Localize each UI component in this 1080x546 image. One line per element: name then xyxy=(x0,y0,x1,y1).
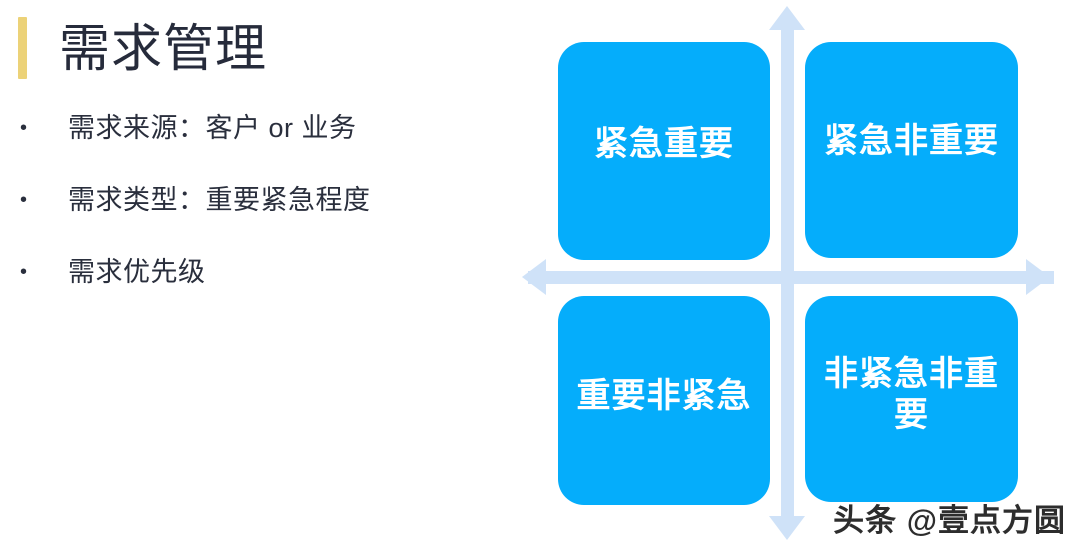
bullet-marker-icon: • xyxy=(20,261,28,283)
list-item: • 需求类型：重要紧急程度 xyxy=(18,180,498,252)
bullet-text: 需求来源：客户 or 业务 xyxy=(68,113,357,143)
title-block: 需求管理 xyxy=(18,16,267,80)
arrow-left-icon xyxy=(522,259,546,295)
quadrant-label: 重要非紧急 xyxy=(576,376,752,415)
quadrant-label: 紧急非重要 xyxy=(824,122,999,161)
quadrant-label: 紧急重要 xyxy=(594,125,734,164)
list-item: • 需求优先级 xyxy=(18,252,498,324)
quadrant-label: 非紧急非重要 xyxy=(824,354,999,434)
quadrant-box-urgent-important: 紧急重要 xyxy=(558,42,770,260)
list-item: • 需求来源：客户 or 业务 xyxy=(18,108,498,180)
quadrant-box-urgent-not-important: 紧急非重要 xyxy=(805,42,1018,258)
arrow-right-icon xyxy=(1026,259,1050,295)
bullet-marker-icon: • xyxy=(20,189,28,211)
page-title: 需求管理 xyxy=(59,19,268,77)
bullet-marker-icon: • xyxy=(20,117,28,139)
quadrant-diagram: 紧急重要 紧急非重要 重要非紧急 非紧急非重要 xyxy=(510,0,1080,546)
bullet-text: 需求优先级 xyxy=(68,257,206,287)
bullet-text: 需求类型：重要紧急程度 xyxy=(68,185,371,215)
bullet-list: • 需求来源：客户 or 业务 • 需求类型：重要紧急程度 • 需求优先级 xyxy=(18,108,498,324)
quadrant-box-important-not-urgent: 重要非紧急 xyxy=(558,296,770,505)
left-content-panel: 需求管理 • 需求来源：客户 or 业务 • 需求类型：重要紧急程度 • 需求优… xyxy=(0,0,520,546)
horizontal-axis-line xyxy=(528,271,1054,284)
arrow-down-icon xyxy=(769,516,805,540)
title-accent-bar xyxy=(18,17,27,79)
watermark: 头条 @壹点方圆 xyxy=(833,503,1066,538)
quadrant-box-not-urgent-not-important: 非紧急非重要 xyxy=(805,296,1018,502)
arrow-up-icon xyxy=(769,6,805,30)
